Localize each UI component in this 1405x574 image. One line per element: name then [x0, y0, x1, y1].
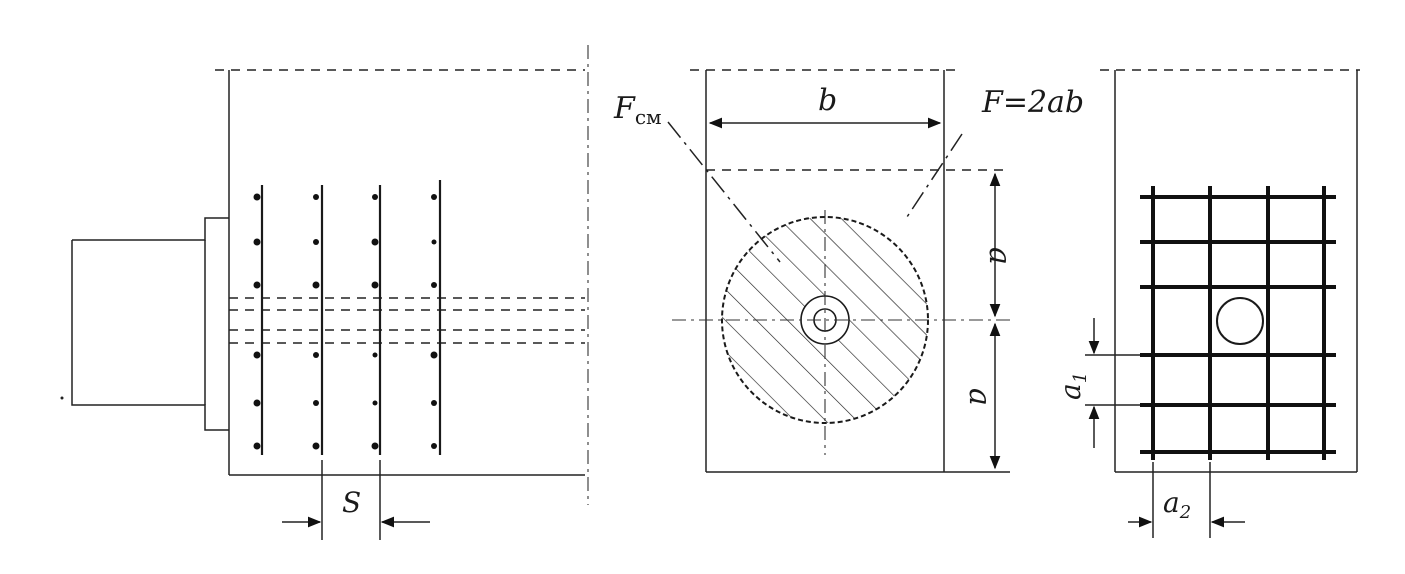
- bar-dot: [313, 352, 319, 358]
- side-view: S: [60, 45, 589, 540]
- fcm-leader: [667, 121, 781, 263]
- speck: [60, 396, 64, 400]
- bar-dot: [431, 194, 437, 200]
- bar-dot: [372, 352, 378, 358]
- mesh-grid: [1140, 186, 1336, 460]
- bar-dot: [431, 400, 437, 406]
- mesh-bars: [260, 180, 442, 455]
- a1-label-main: a: [1054, 383, 1087, 400]
- bar-dot: [313, 239, 319, 245]
- bar-dot: [372, 194, 378, 200]
- a1-label-sub: 1: [1070, 372, 1091, 383]
- bar-dot: [312, 442, 320, 450]
- a2-label: a2: [1163, 486, 1191, 523]
- fcm-label-main: F: [613, 91, 636, 126]
- a-label-bottom: a: [962, 388, 997, 406]
- bar-dot: [371, 238, 379, 246]
- bar-dot: [253, 399, 261, 407]
- bar-dot: [253, 238, 261, 246]
- bar-dot: [372, 400, 378, 406]
- bar-dot: [313, 194, 319, 200]
- bar-dot: [253, 281, 261, 289]
- s-label: S: [342, 486, 361, 519]
- bar-sections: [253, 193, 438, 450]
- bar-dot: [431, 239, 437, 245]
- bar-dot: [253, 193, 261, 201]
- bar-dot: [371, 442, 379, 450]
- f-equation-label: F=2ab: [981, 85, 1084, 120]
- bar-dot: [253, 351, 261, 359]
- bar-dot: [313, 400, 319, 406]
- duct-hole: [1216, 297, 1264, 345]
- fcm-label: Fсм: [613, 91, 662, 129]
- f-leader: [904, 133, 963, 221]
- a2-label-sub: 2: [1179, 502, 1191, 523]
- b-label: b: [818, 83, 837, 118]
- bar-dot: [312, 281, 320, 289]
- bar-dot: [253, 442, 261, 450]
- bearing-area-view: b a a Fсм F=2ab: [613, 69, 1084, 473]
- fcm-label-sub: см: [635, 105, 662, 129]
- a1-label: a1: [1054, 372, 1091, 400]
- bar-dot: [430, 351, 438, 359]
- bar-dot: [431, 282, 437, 288]
- bar-dot: [431, 443, 437, 449]
- a2-label-main: a: [1163, 486, 1180, 519]
- bar-dot: [371, 281, 379, 289]
- mesh-plan-view: a1 a2: [1054, 69, 1360, 538]
- a-label-top: a: [982, 247, 1017, 265]
